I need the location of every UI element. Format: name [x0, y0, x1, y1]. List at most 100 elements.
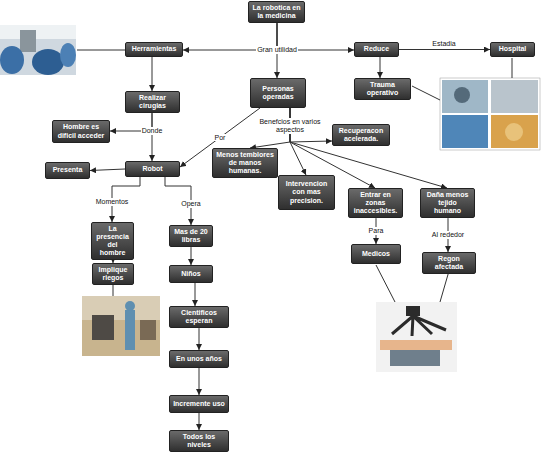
- surgery-photo: [0, 25, 76, 75]
- box-text: Todos los niveles: [173, 433, 225, 449]
- leader-line: [440, 271, 449, 302]
- concept-box: Recuperacon acelerada.: [332, 124, 390, 146]
- photo-panel: [491, 80, 538, 113]
- concept-box: Presenta: [45, 162, 90, 179]
- photo-panel: [442, 80, 488, 113]
- connector: [199, 368, 200, 395]
- photo-detail: [505, 123, 523, 141]
- photo-lamp: [0, 25, 76, 39]
- leader-line: [512, 58, 513, 78]
- connector: [152, 113, 153, 161]
- box-text: Daña menos tejido humano: [424, 191, 471, 215]
- concept-box: La robotica en la medicina: [248, 1, 305, 23]
- connector: [90, 169, 125, 171]
- box-text: Cientificos esperan: [173, 309, 225, 325]
- concept-box: Mas de 20 libras: [169, 225, 213, 247]
- box-text: Realizar cirugias: [129, 94, 176, 110]
- concept-box: Regon afectada: [422, 252, 476, 274]
- photo-machine: [20, 30, 36, 52]
- photo-patient: [380, 340, 452, 350]
- box-text: Implique riegos: [96, 266, 130, 282]
- concept-box: Entrar en zonas inaccesibles.: [348, 188, 403, 218]
- box-text: La robotica en la medicina: [252, 4, 301, 20]
- concept-box: Niños: [169, 265, 213, 283]
- edge-label: Al rededor: [431, 231, 465, 239]
- box-text: Medicos: [362, 250, 390, 258]
- box-text: Niños: [181, 270, 200, 278]
- photo-person: [125, 310, 135, 350]
- connector: [380, 57, 381, 78]
- robot-team-photo: [82, 296, 160, 356]
- edge-label: Benefcios en varios aspectos: [258, 118, 322, 133]
- photo-robot-arms: [392, 316, 446, 336]
- concept-box: Medicos: [351, 244, 401, 264]
- photo-panel: [442, 115, 488, 148]
- collage-photo: [440, 78, 540, 150]
- box-text: Intervencion con mas precision.: [282, 180, 331, 204]
- edge-label: Gran utilidad: [256, 46, 298, 54]
- connector: [199, 413, 200, 430]
- concept-box: En unos años: [169, 350, 229, 368]
- edge-label: Por: [214, 134, 227, 142]
- connector: [399, 49, 490, 50]
- box-text: Trauma operativo: [358, 81, 407, 97]
- photo-ground: [0, 25, 76, 75]
- connector: [199, 328, 200, 350]
- connector: [195, 283, 196, 306]
- connector: [191, 247, 192, 265]
- box-text: La presencia del hombre: [95, 225, 130, 257]
- photo-table: [390, 350, 440, 366]
- box-text: Menos temblores de manos humanas.: [216, 151, 274, 175]
- leader-lines: [77, 50, 512, 302]
- photo-surgeon: [0, 46, 24, 74]
- photo-detail: [454, 87, 470, 103]
- photo-console: [140, 320, 156, 340]
- edge-label: Momentos: [95, 198, 130, 206]
- box-text: Entrar en zonas inaccesibles.: [352, 191, 399, 215]
- photo-surgeon: [32, 49, 64, 75]
- box-text: Personas operadas: [254, 85, 302, 101]
- leader-line: [376, 265, 395, 302]
- box-text: Robot: [142, 165, 162, 173]
- leader-line: [412, 86, 440, 100]
- edge-label: Para: [368, 227, 385, 235]
- box-text: Regon afectada: [426, 255, 472, 271]
- photo-person: [125, 301, 135, 311]
- concept-box: La presencia del hombre: [91, 222, 134, 260]
- concept-box: Daña menos tejido humano: [420, 188, 475, 218]
- concept-box: Intervencion con mas precision.: [278, 175, 335, 210]
- box-text: Herramientas: [132, 45, 177, 53]
- concept-box: Hospital: [490, 42, 535, 57]
- photo-ground: [376, 302, 457, 372]
- edge-label: Estadia: [431, 40, 456, 48]
- concept-box: Implique riegos: [92, 263, 134, 285]
- photo-robot: [406, 306, 420, 316]
- concept-box: Personas operadas: [250, 78, 306, 108]
- concept-box: Hombre es dificil acceder: [52, 120, 110, 143]
- concept-box: Menos temblores de manos humanas.: [212, 148, 278, 178]
- edge-label: Donde: [141, 127, 164, 135]
- box-text: Mas de 20 libras: [173, 228, 209, 244]
- concept-box: Reduce: [354, 42, 399, 57]
- connector: [152, 57, 153, 91]
- photo-robot: [92, 315, 114, 340]
- concept-box: Realizar cirugias: [125, 91, 180, 113]
- concept-box: Incremente uso: [169, 395, 229, 413]
- box-text: Hospital: [499, 45, 527, 53]
- photo-ground: [82, 296, 160, 356]
- photo-panel: [491, 115, 538, 148]
- photo-surgeon: [60, 43, 76, 67]
- concept-box: Robot: [125, 161, 180, 177]
- box-text: Incremente uso: [173, 400, 225, 408]
- box-text: Recuperacon acelerada.: [336, 127, 386, 143]
- edge-label: Opera: [180, 200, 201, 208]
- concept-box: Herramientas: [125, 42, 183, 57]
- concept-box: Cientificos esperan: [169, 306, 229, 328]
- leader-line: [77, 50, 125, 51]
- box-text: Presenta: [53, 166, 83, 174]
- photo-frame: [440, 78, 540, 150]
- concept-box: Todos los niveles: [169, 430, 229, 452]
